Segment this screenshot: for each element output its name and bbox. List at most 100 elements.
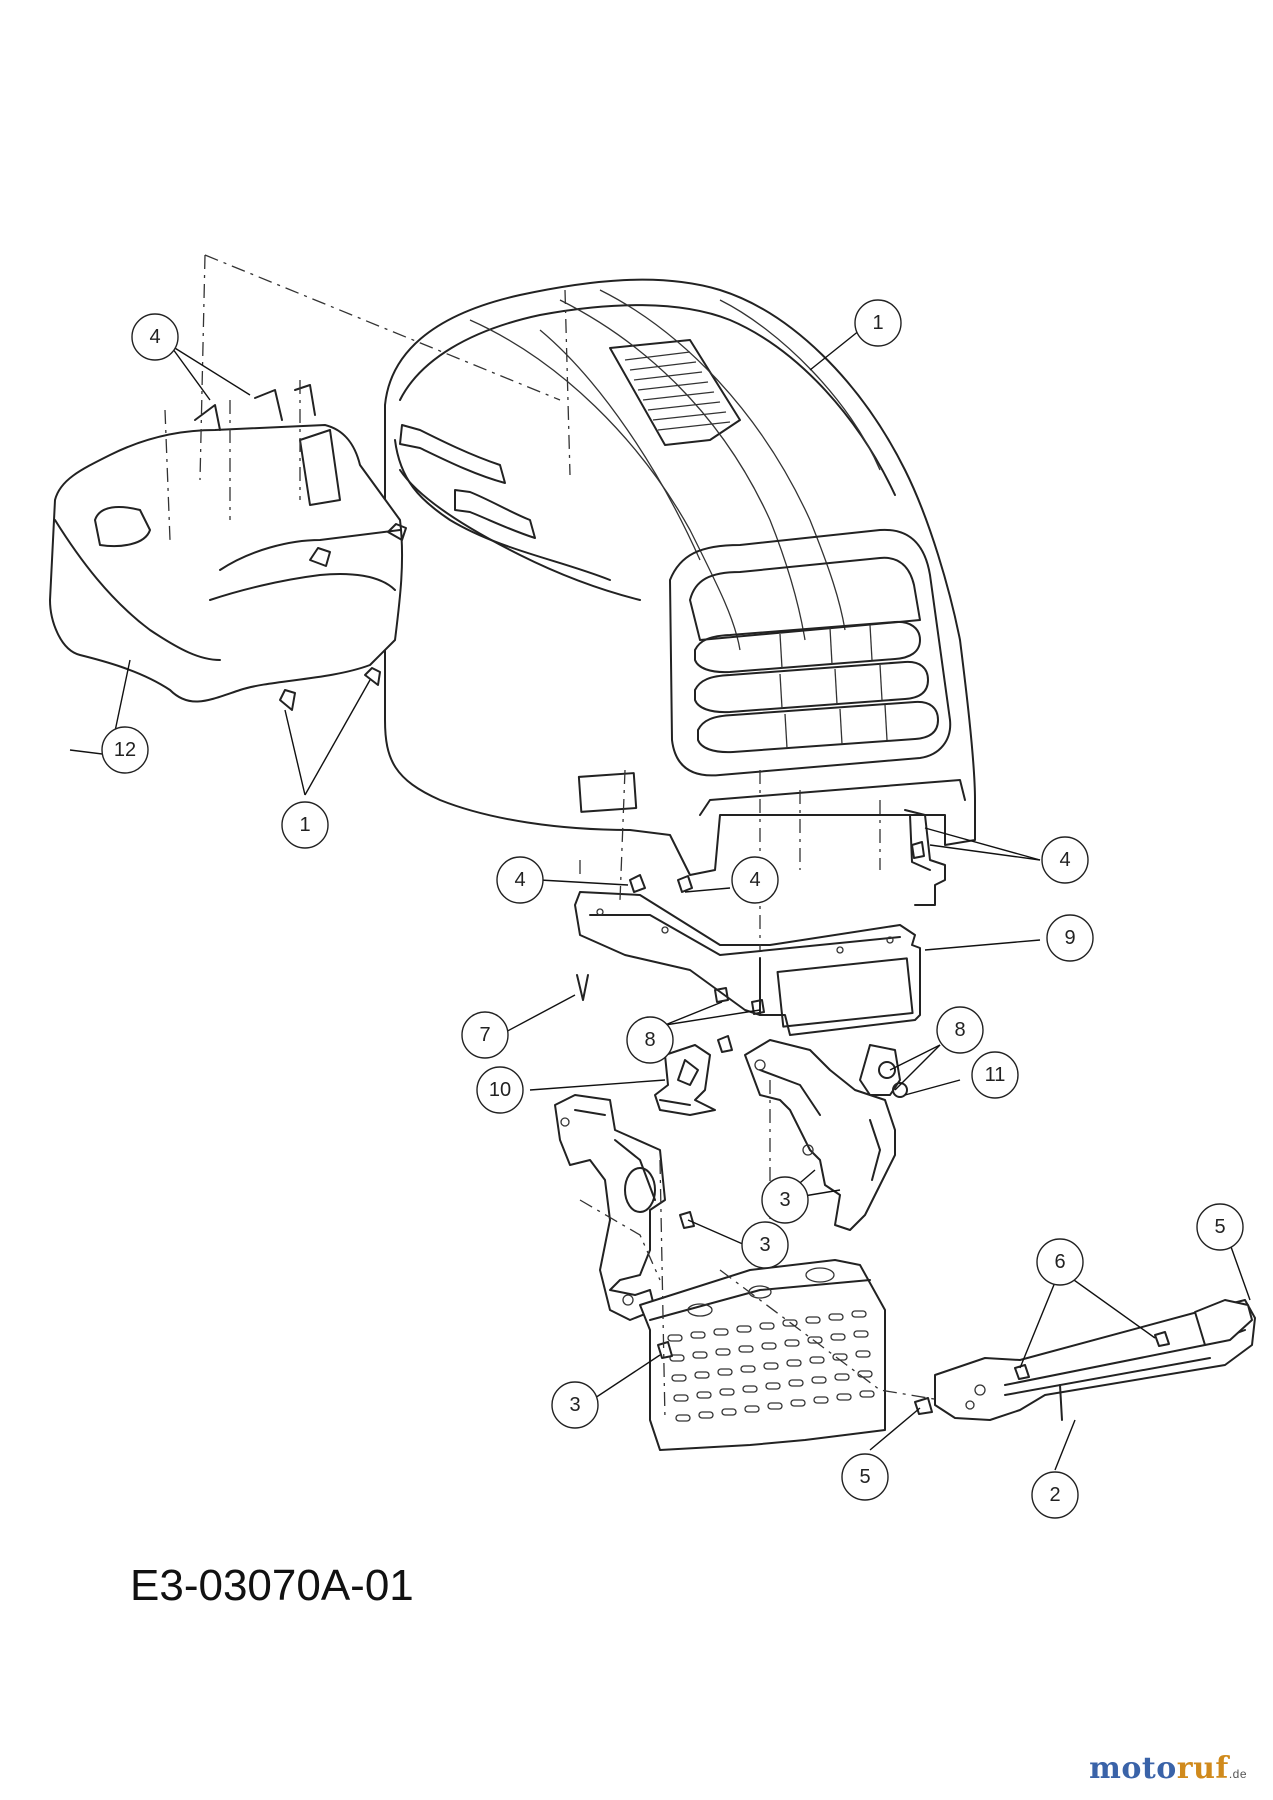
callout-c4-right: 4 [1041,836,1089,884]
callout-c7: 7 [461,1011,509,1059]
shield-slot [667,1334,683,1342]
shield-slot [696,1391,712,1399]
shield-slot [675,1414,691,1422]
hardware [279,667,1170,1415]
shield-slot [738,1345,754,1353]
shield-slot [811,1376,827,1384]
callout-c10: 10 [476,1066,524,1114]
callouts: 1 4 12 1 4 4 4 9 7 8 8 10 11 3 3 3 6 5 5 2 [101,299,1244,1519]
callout-circle [731,856,779,904]
shield-slot [717,1368,733,1376]
callout-number: 3 [759,1234,770,1256]
callout-circle [281,801,329,849]
shield-slot [767,1402,783,1410]
shield-slot [692,1351,708,1359]
callout-c6: 6 [1036,1238,1084,1286]
callout-c1-left: 1 [281,801,329,849]
callout-c4-mid-a: 4 [496,856,544,904]
callout-c3-bottom: 3 [551,1381,599,1429]
callout-circle [1196,1203,1244,1251]
shield-slot [761,1342,777,1350]
brand-suffix: .de [1228,1767,1247,1781]
callout-number: 9 [1064,927,1075,949]
callout-number: 5 [859,1466,870,1488]
hinge-bracket-right [744,1039,908,1231]
shield-slot [765,1382,781,1390]
callout-number: 10 [489,1079,511,1101]
shield-slot [851,1310,867,1318]
callout-circle [841,1453,889,1501]
shield-slot [859,1390,875,1398]
callout-circle [551,1381,599,1429]
shield-slot [690,1331,706,1339]
callout-c8-right: 8 [936,1006,984,1054]
callout-number: 5 [1214,1216,1225,1238]
callout-c3-right: 3 [761,1176,809,1224]
dash-panel [49,384,407,703]
shield-slot [834,1373,850,1381]
callout-circle [461,1011,509,1059]
shield-slot [836,1393,852,1401]
callout-circle [741,1221,789,1269]
latch-plate [654,1044,716,1116]
engine-hood [384,278,976,876]
callout-number: 2 [1049,1484,1060,1506]
callout-number: 3 [779,1189,790,1211]
callout-c3-mid: 3 [741,1221,789,1269]
shield-slot [673,1394,689,1402]
shield-slot [786,1359,802,1367]
shield-slot [855,1350,871,1358]
callout-circle [131,313,179,361]
callout-c2: 2 [1031,1471,1079,1519]
callout-c4-left-top: 4 [131,313,179,361]
callout-number: 1 [299,814,310,836]
callout-c4-mid-b: 4 [731,856,779,904]
shield-slot [671,1374,687,1382]
callout-number: 3 [569,1394,580,1416]
shield-slot [763,1362,779,1370]
callout-circle [1041,836,1089,884]
drawing-code: E3-03070A-01 [130,1561,414,1610]
brand-name-part1: moto [1089,1751,1177,1786]
callout-c9: 9 [1046,914,1094,962]
shield-slot [715,1348,731,1356]
shield-slot [788,1379,804,1387]
shield-slot [853,1330,869,1338]
shield-slot [669,1354,685,1362]
callout-c5-top: 5 [1196,1203,1244,1251]
heat-shield [639,1259,886,1451]
shield-slot [744,1405,760,1413]
callout-circle [854,299,902,347]
shield-slot [698,1411,714,1419]
front-bumper [934,1299,1256,1421]
shield-slot [742,1385,758,1393]
callout-circle [496,856,544,904]
callout-number: 8 [644,1029,655,1051]
callout-number: 7 [479,1024,490,1046]
brand-logo: motoruf.de [1089,1751,1247,1786]
brand-name-part2: ruf [1176,1751,1229,1786]
callout-circle [101,726,149,774]
callout-c12: 12 [101,726,149,774]
callout-c5-bottom: 5 [841,1453,889,1501]
hood-bracket [574,809,946,1036]
shield-slot [782,1319,798,1327]
shield-slot [719,1388,735,1396]
callout-number: 4 [1059,849,1070,871]
callout-number: 6 [1054,1251,1065,1273]
callout-c11: 11 [971,1051,1019,1099]
callout-number: 1 [872,312,883,334]
callout-c1-hood: 1 [854,299,902,347]
shield-slot [857,1370,873,1378]
callout-circle [971,1051,1019,1099]
shield-slot [713,1328,729,1336]
shield-slot [790,1399,806,1407]
callout-circle [936,1006,984,1054]
callout-number: 4 [514,869,525,891]
shield-slot [807,1336,823,1344]
callout-circle [1046,914,1094,962]
callout-circle [1031,1471,1079,1519]
shield-slot [809,1356,825,1364]
shield-slot [736,1325,752,1333]
